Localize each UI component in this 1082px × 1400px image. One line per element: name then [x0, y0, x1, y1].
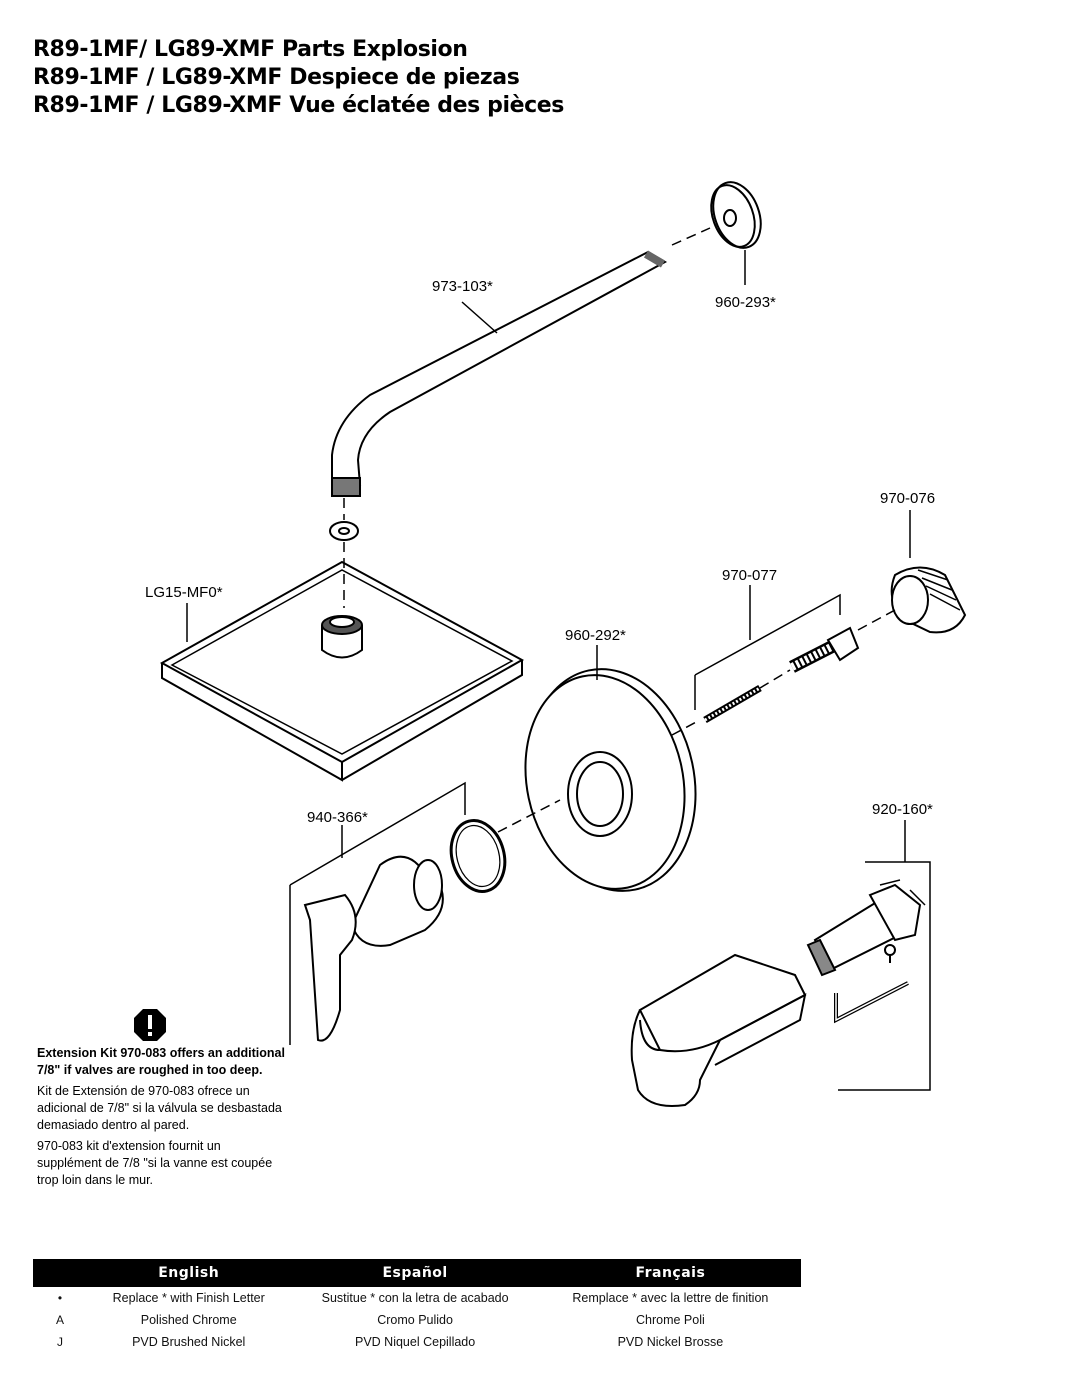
- table-row: • Replace * with Finish Letter Sustitue …: [33, 1287, 801, 1309]
- escutcheon: [524, 668, 697, 892]
- legend-header-code: [33, 1259, 87, 1287]
- label-escutcheon: 960-292*: [565, 627, 626, 644]
- title-spanish: R89-1MF / LG89-XMF Despiece de piezas: [33, 65, 520, 90]
- legend-header-english: English: [87, 1259, 291, 1287]
- label-arm-flange: 960-293*: [715, 294, 776, 311]
- label-tub-spout: 920-160*: [872, 801, 933, 818]
- title-english: R89-1MF/ LG89-XMF Parts Explosion: [33, 37, 468, 62]
- tub-spout: [630, 953, 807, 1107]
- o-ring: [449, 819, 507, 893]
- legend-spanish: Cromo Pulido: [377, 1313, 453, 1327]
- legend-spanish: PVD Niquel Cepillado: [355, 1335, 476, 1349]
- leader-lines: [186, 301, 931, 1091]
- alignment-lines: [343, 227, 896, 833]
- page-titles: R89-1MF/ LG89-XMF Parts Explosion R89-1M…: [33, 36, 564, 120]
- table-row: A Polished Chrome Cromo Pulido Chrome Po…: [33, 1309, 801, 1331]
- shower-head: [159, 560, 525, 782]
- label-shower-head: LG15-MF0*: [145, 584, 223, 601]
- legend-header-french: Français: [539, 1259, 801, 1287]
- legend-code: •: [57, 1291, 63, 1305]
- legend-french: Remplace * avec la lettre de finition: [572, 1291, 769, 1305]
- handle: [303, 855, 444, 1042]
- extension-kit-note: Extension Kit 970-083 offers an addition…: [37, 1045, 287, 1193]
- title-french: R89-1MF / LG89-XMF Vue éclatée des pièce…: [33, 93, 564, 118]
- label-screws: 970-077: [722, 567, 777, 584]
- legend-spanish: Sustitue * con la letra de acabado: [321, 1291, 509, 1305]
- legend-code: A: [55, 1313, 64, 1327]
- label-shower-arm: 973-103*: [432, 278, 493, 295]
- legend-french: Chrome Poli: [635, 1313, 705, 1327]
- stop-tube: [890, 566, 967, 634]
- note-english: Extension Kit 970-083 offers an addition…: [37, 1046, 285, 1077]
- note-french: 970-083 kit d'extension fournit un suppl…: [37, 1139, 273, 1187]
- cartridge: [806, 879, 926, 977]
- legend-code: J: [57, 1335, 63, 1349]
- legend-english: Polished Chrome: [140, 1313, 237, 1327]
- screws: [703, 626, 860, 724]
- finish-legend-table: English Español Français • Replace * wit…: [33, 1259, 801, 1353]
- note-spanish: Kit de Extensión de 970-083 ofrece un ad…: [37, 1084, 282, 1132]
- shower-arm: [331, 250, 668, 497]
- legend-english: Replace * with Finish Letter: [112, 1291, 265, 1305]
- label-stop-tube: 970-076: [880, 490, 935, 507]
- legend-header-spanish: Español: [290, 1259, 540, 1287]
- legend-french: PVD Nickel Brosse: [617, 1335, 724, 1349]
- legend-header-row: English Español Français: [33, 1259, 801, 1287]
- label-handle: 940-366*: [307, 809, 368, 826]
- table-row: J PVD Brushed Nickel PVD Niquel Cepillad…: [33, 1331, 801, 1353]
- legend-english: PVD Brushed Nickel: [132, 1335, 246, 1349]
- arm-flange: [710, 181, 762, 285]
- warning-exclamation-icon: [134, 1009, 166, 1041]
